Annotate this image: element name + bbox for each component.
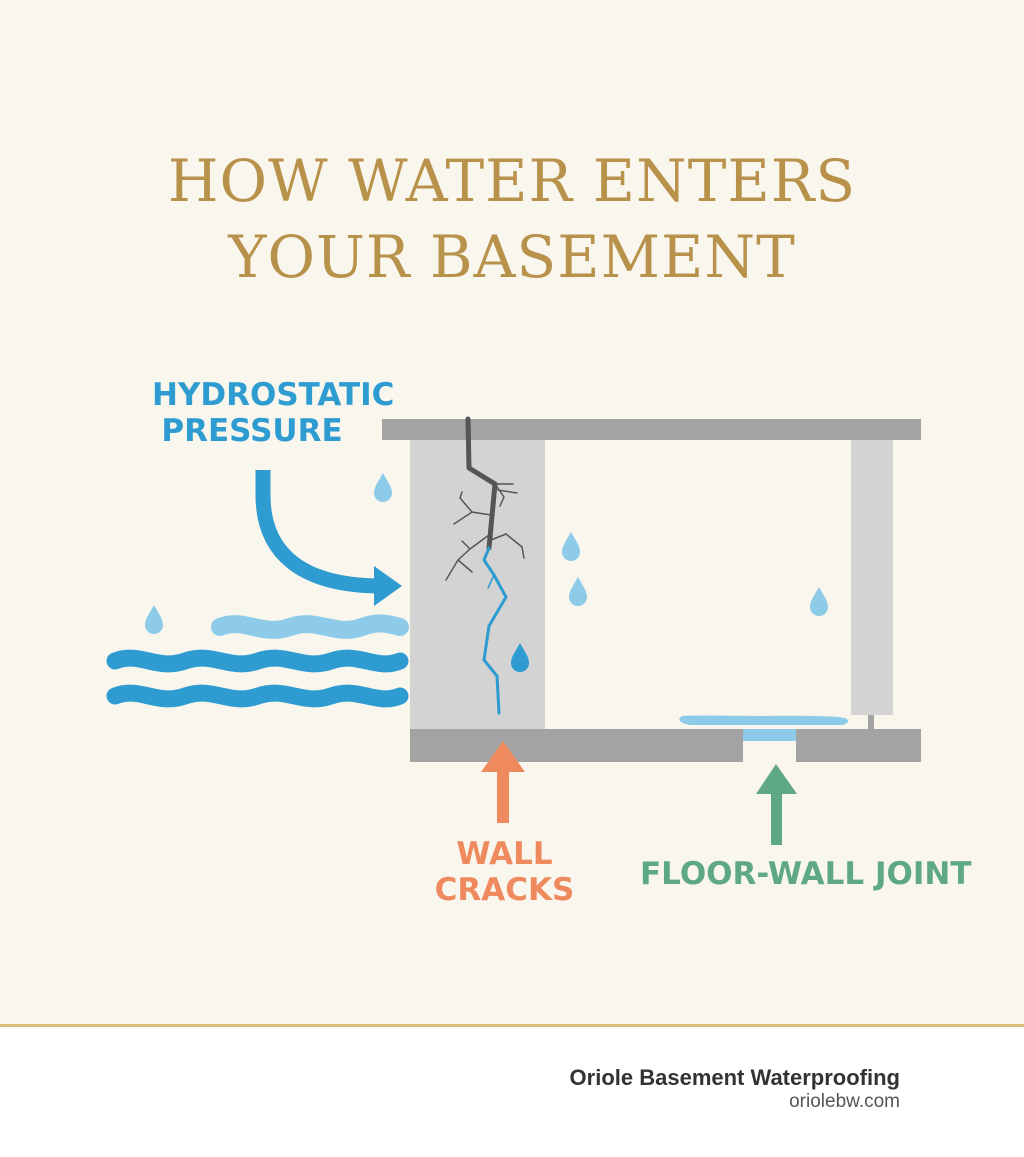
floor-puddle — [679, 715, 849, 725]
wall-cracks-label: WALL CRACKS — [432, 836, 577, 908]
wave-1 — [106, 649, 409, 673]
ceiling-slab — [382, 419, 921, 440]
water-drop-icon — [810, 587, 828, 616]
hydrostatic-label-line-2: PRESSURE — [161, 413, 343, 449]
water-drop-icon — [562, 532, 580, 561]
hydrostatic-label-line-1: HYDROSTATIC — [152, 377, 395, 413]
title-line-2: YOUR BASEMENT — [228, 222, 796, 291]
floor-wall-joint-label: FLOOR-WALL JOINT — [640, 856, 972, 892]
floor-slab-right — [796, 729, 921, 762]
wave-2 — [106, 684, 409, 708]
footer-brand: Oriole Basement Waterproofing — [569, 1065, 900, 1090]
page-title: HOW WATER ENTERS YOUR BASEMENT — [0, 143, 1024, 295]
water-crack — [482, 546, 508, 715]
hydrostatic-pressure-label: HYDROSTATIC PRESSURE — [152, 377, 395, 449]
column-foot — [868, 715, 874, 729]
water-drop-icon — [145, 605, 163, 634]
wall-cracks-arrow — [481, 741, 525, 823]
water-drop-icon — [569, 577, 587, 606]
wall-crack — [445, 416, 525, 581]
pressure-arrow — [255, 470, 402, 606]
title-line-1: HOW WATER ENTERS — [167, 146, 857, 215]
wall-cracks-label-line-1: WALL — [456, 836, 553, 872]
footer: Oriole Basement Waterproofing oriolebw.c… — [0, 1024, 1024, 1157]
floor-slab-left — [410, 729, 743, 762]
support-column — [851, 440, 893, 715]
wall-cracks-label-line-2: CRACKS — [434, 872, 575, 908]
groundwater-waves — [106, 614, 409, 708]
floor-joint-arrow — [756, 764, 797, 845]
wave-light — [211, 614, 409, 639]
water-drop-icon — [374, 473, 392, 502]
foundation-wall — [410, 440, 545, 729]
joint-seepage — [743, 729, 796, 741]
footer-url: oriolebw.com — [789, 1091, 900, 1112]
